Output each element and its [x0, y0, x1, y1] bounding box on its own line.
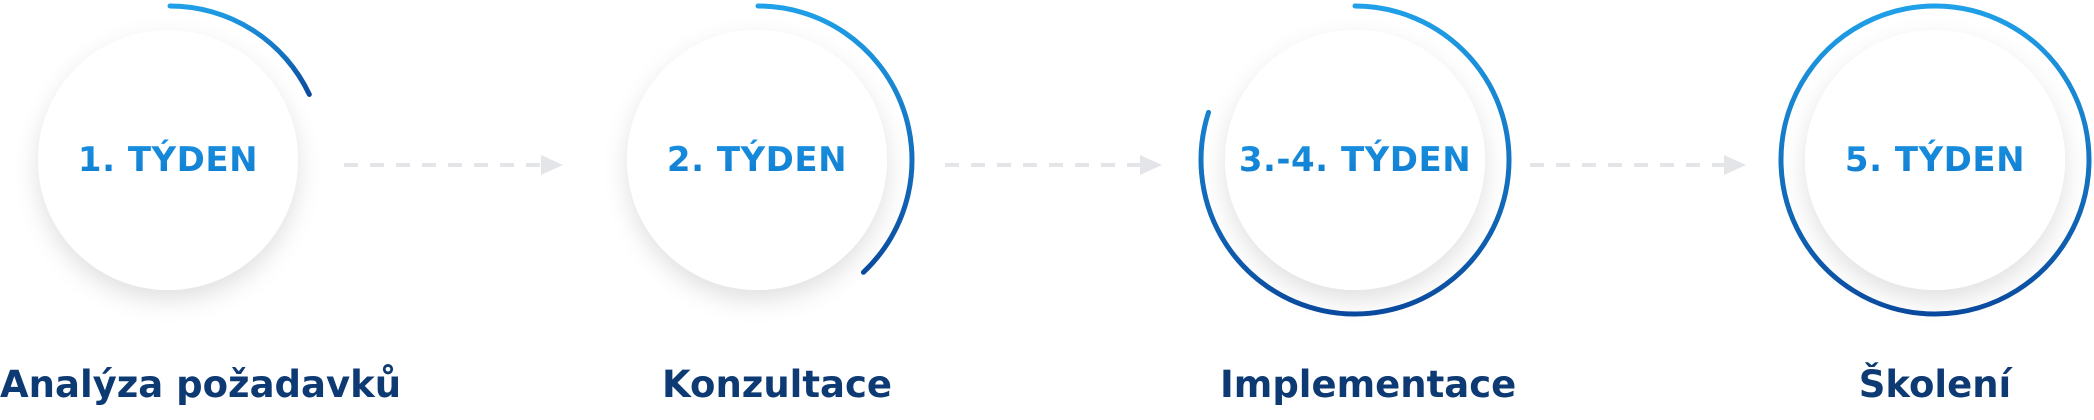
step-2-week: 2. TÝDEN [627, 118, 887, 202]
step-3-week: 3.-4. TÝDEN [1225, 118, 1485, 202]
connector-1-arrow [344, 155, 563, 175]
connector-3-arrow [1530, 155, 1746, 175]
step-3-title: Implementace [1220, 363, 1517, 406]
step-1-week: 1. TÝDEN [38, 118, 298, 202]
step-2-title: Konzultace [662, 363, 893, 406]
step-4-week: 5. TÝDEN [1805, 118, 2065, 202]
step-2-circle [627, 30, 887, 290]
step-3-progress-arc [1198, 3, 1512, 317]
step-4-progress-arc [1778, 3, 2092, 317]
step-4-title: Školení [1858, 363, 2012, 406]
step-1-progress-arc [167, 3, 312, 97]
step-4-circle [1805, 30, 2065, 290]
step-3-circle [1225, 30, 1485, 290]
step-1-circle [38, 30, 298, 290]
step-2-progress-arc [755, 3, 915, 275]
connector-2-arrow [945, 155, 1162, 175]
step-1-title: Analýza požadavků [0, 363, 402, 406]
